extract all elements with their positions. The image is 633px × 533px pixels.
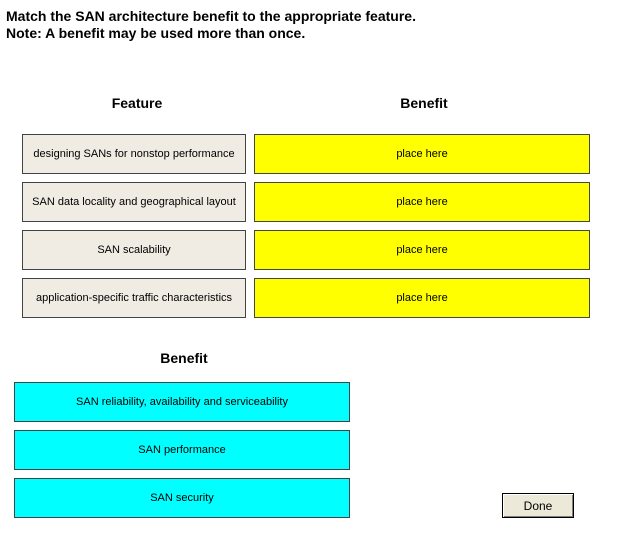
draggable-benefit-reliability[interactable]: SAN reliability, availability and servic… xyxy=(14,382,350,422)
instruction-line-1: Match the SAN architecture benefit to th… xyxy=(6,8,416,24)
done-button[interactable]: Done xyxy=(502,493,574,518)
feature-header: Feature xyxy=(111,95,163,111)
draggable-benefit-security[interactable]: SAN security xyxy=(14,478,350,518)
drop-target-4[interactable]: place here xyxy=(254,278,590,318)
benefit-pool-header: Benefit xyxy=(160,350,208,366)
drop-target-3[interactable]: place here xyxy=(254,230,590,270)
feature-item: SAN scalability xyxy=(22,230,246,270)
feature-item: designing SANs for nonstop performance xyxy=(22,134,246,174)
benefit-header: Benefit xyxy=(400,95,448,111)
drop-target-2[interactable]: place here xyxy=(254,182,590,222)
drop-target-1[interactable]: place here xyxy=(254,134,590,174)
feature-item: SAN data locality and geographical layou… xyxy=(22,182,246,222)
instructions: Match the SAN architecture benefit to th… xyxy=(6,8,416,42)
draggable-benefit-performance[interactable]: SAN performance xyxy=(14,430,350,470)
feature-item: application-specific traffic characteris… xyxy=(22,278,246,318)
instruction-line-2: Note: A benefit may be used more than on… xyxy=(6,25,306,41)
